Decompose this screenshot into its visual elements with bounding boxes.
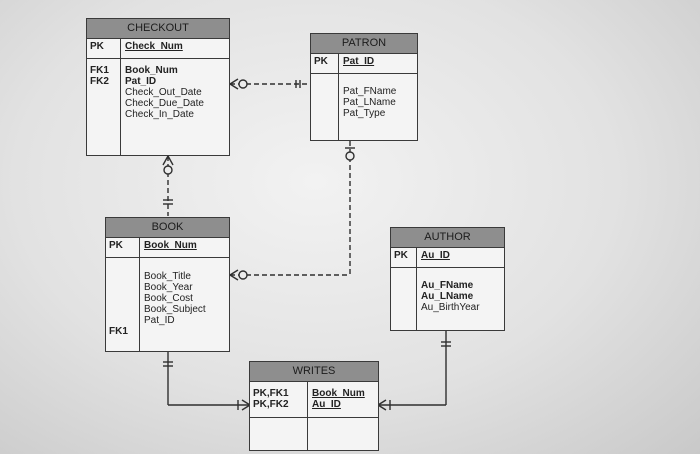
writes-pk-fk1-label: PK,FK1 [253, 388, 289, 399]
checkout-attr-check-out-date: Check_Out_Date [125, 87, 202, 98]
book-attr-cost: Book_Cost [144, 293, 193, 304]
author-attr-lname: Au_LName [421, 291, 474, 302]
book-attr-subject: Book_Subject [144, 304, 206, 315]
book-pk-label: PK [106, 238, 140, 257]
book-entity: BOOK PK Book_Num FK1 Book_Title Book_Yea… [105, 217, 230, 352]
book-writes-relationship [163, 352, 251, 411]
checkout-pk-attr: Check_Num [125, 41, 183, 52]
author-writes-relationship [377, 331, 451, 411]
patron-attr-type: Pat_Type [343, 108, 386, 119]
patron-book-relationship [229, 141, 355, 281]
author-pk-attr: Au_ID [421, 250, 450, 261]
patron-pk-attr: Pat_ID [343, 56, 375, 67]
checkout-entity: CHECKOUT PK Check_Num FK1 FK2 Book_Num P… [86, 18, 230, 156]
checkout-attr-book-num: Book_Num [125, 65, 178, 76]
checkout-fk1-label: FK1 [90, 65, 109, 76]
writes-entity: WRITES PK,FK1 PK,FK2 Book_Num Au_ID [249, 361, 379, 451]
book-attr-pat-id: Pat_ID [144, 315, 175, 326]
author-entity: AUTHOR PK Au_ID Au_FName Au_LName Au_Bir… [390, 227, 505, 331]
book-title: BOOK [106, 218, 229, 238]
book-pk-attr: Book_Num [144, 240, 197, 251]
author-pk-label: PK [391, 248, 417, 267]
book-attr-title: Book_Title [144, 271, 191, 282]
book-attr-year: Book_Year [144, 282, 193, 293]
patron-pk-label: PK [311, 54, 339, 73]
writes-pk-fk2-label: PK,FK2 [253, 399, 289, 410]
checkout-patron-relationship [229, 78, 313, 90]
writes-title: WRITES [250, 362, 378, 382]
writes-pk-au-id: Au_ID [312, 399, 341, 410]
checkout-attr-check-in-date: Check_In_Date [125, 109, 194, 120]
author-attr-birthyear: Au_BirthYear [421, 302, 480, 313]
patron-attr-fname: Pat_FName [343, 86, 397, 97]
book-fk1-label: FK1 [109, 326, 128, 337]
checkout-book-relationship [162, 155, 174, 216]
writes-pk-book-num: Book_Num [312, 388, 365, 399]
checkout-title: CHECKOUT [87, 19, 229, 39]
patron-entity: PATRON PK Pat_ID Pat_FName Pat_LName Pat… [310, 33, 418, 141]
checkout-pk-label: PK [87, 39, 121, 58]
checkout-attr-check-due-date: Check_Due_Date [125, 98, 204, 109]
patron-attr-lname: Pat_LName [343, 97, 396, 108]
checkout-fk2-label: FK2 [90, 76, 109, 87]
author-title: AUTHOR [391, 228, 504, 248]
author-attr-fname: Au_FName [421, 280, 474, 291]
checkout-attr-pat-id: Pat_ID [125, 76, 157, 87]
patron-title: PATRON [311, 34, 417, 54]
